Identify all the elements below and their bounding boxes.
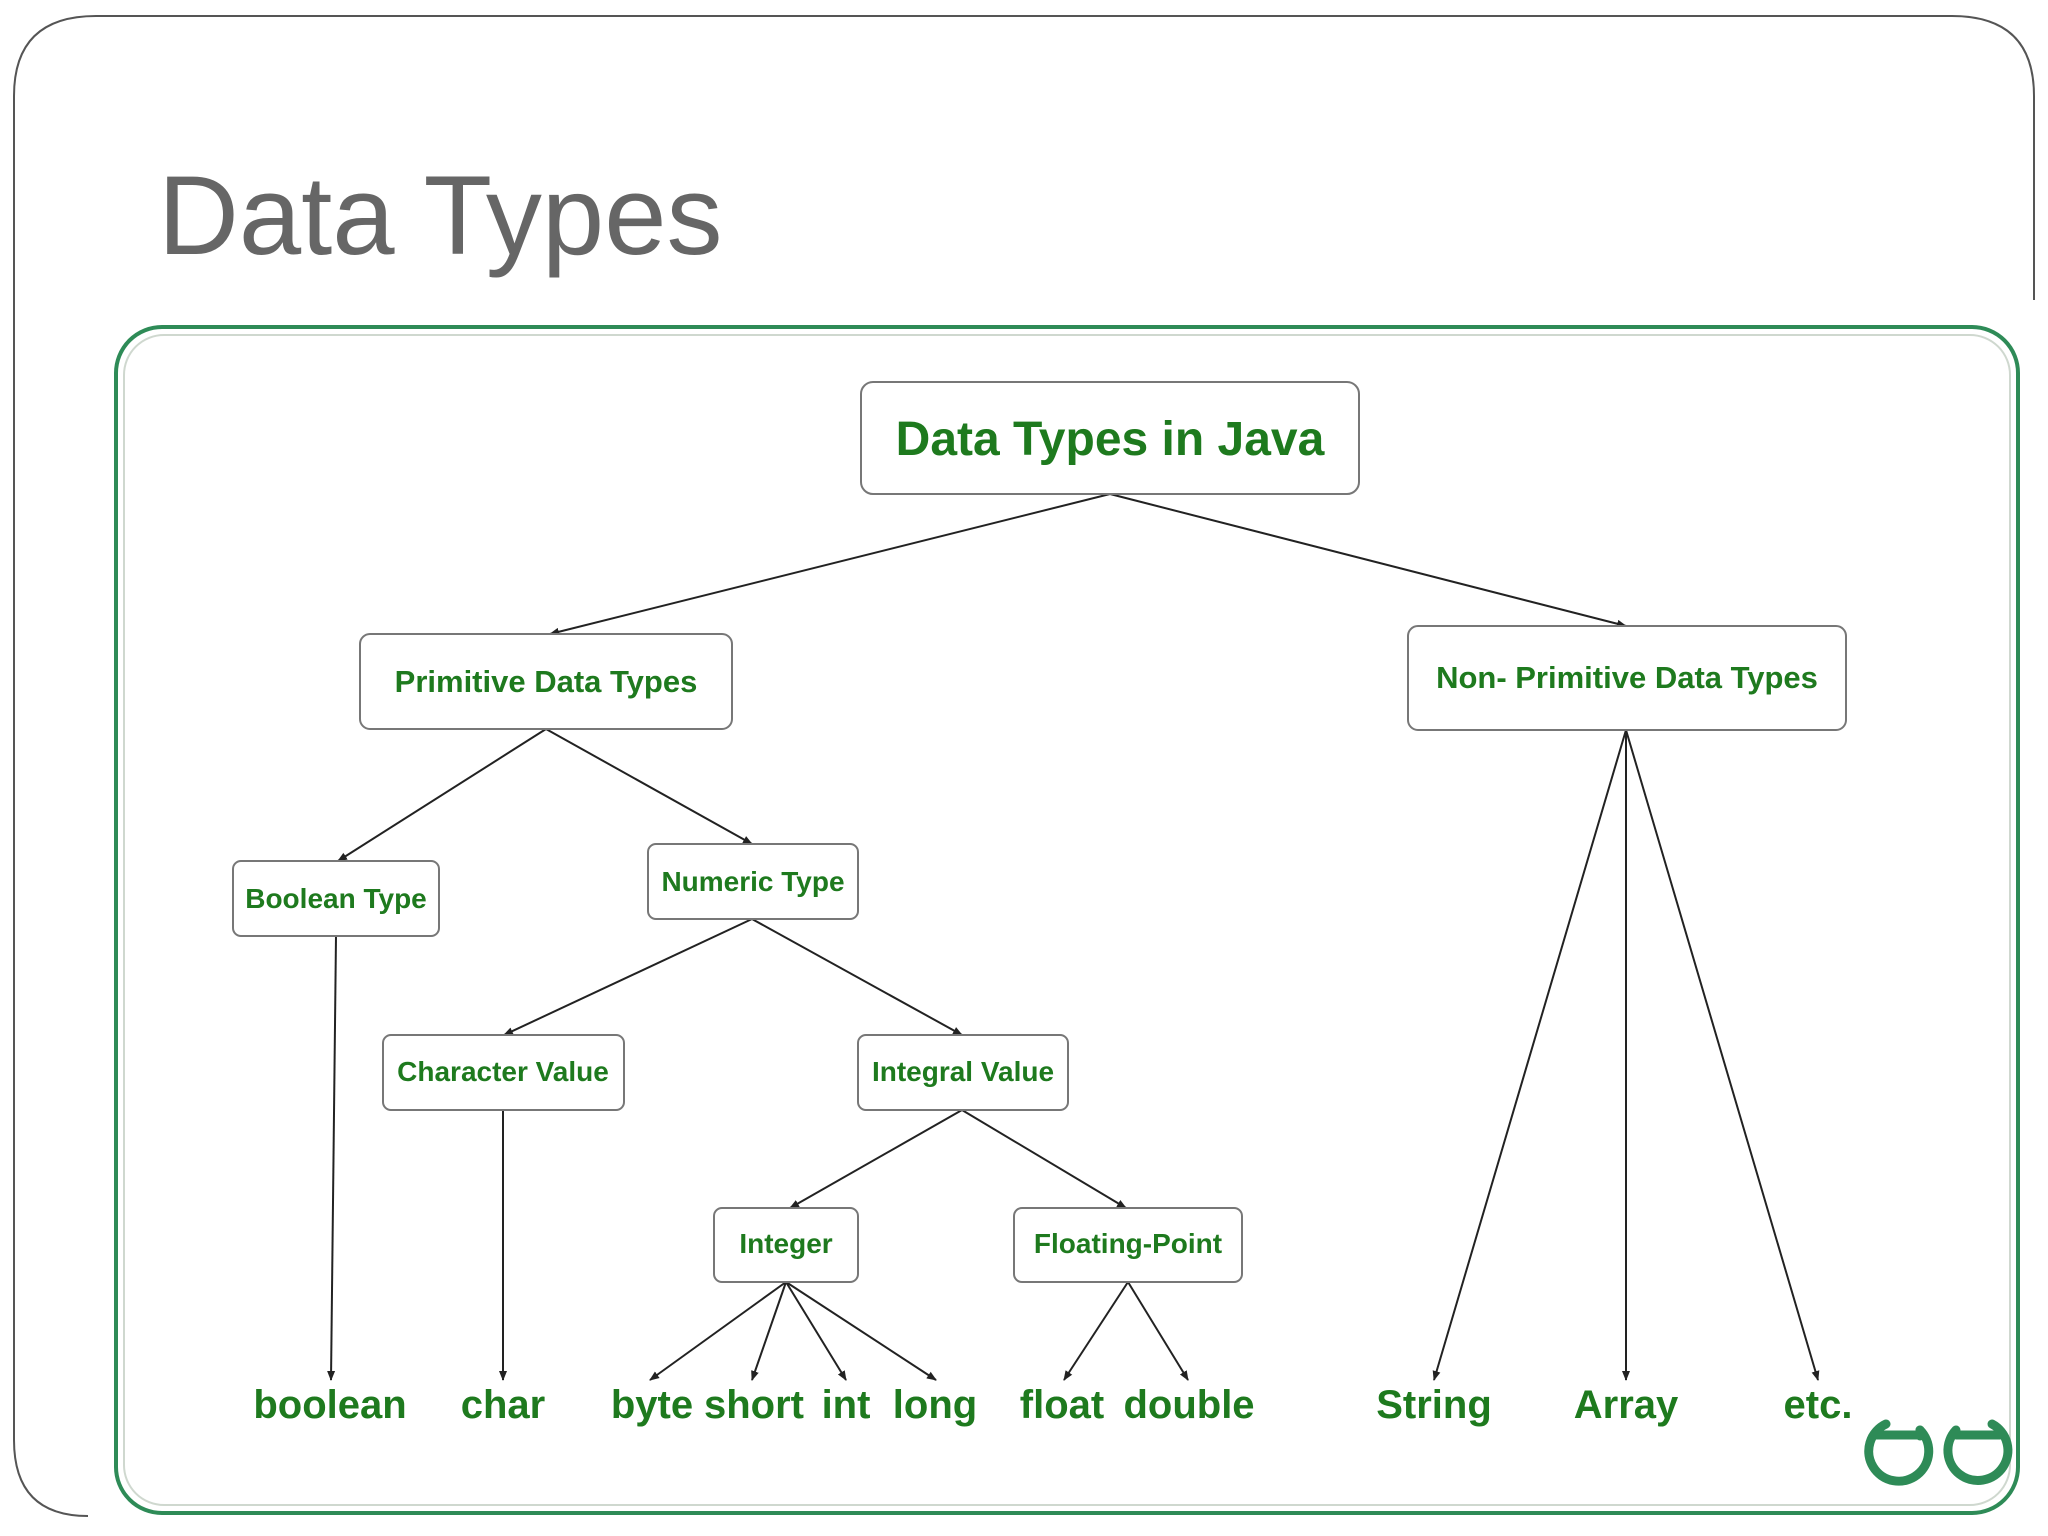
leaf-string: String — [1376, 1383, 1492, 1427]
node-integer: Integer — [713, 1207, 859, 1283]
node-floating-point: Floating-Point — [1013, 1207, 1243, 1283]
node-floating-point-label: Floating-Point — [1034, 1228, 1222, 1259]
leaf-etc: etc. — [1784, 1383, 1853, 1427]
edge-primitive-numeric — [545, 728, 753, 845]
node-primitive: Primitive Data Types — [359, 633, 733, 730]
edge-numeric-character — [503, 918, 753, 1036]
edge-integer-short — [751, 1281, 787, 1381]
edge-integer-long — [785, 1281, 937, 1381]
node-boolean-type: Boolean Type — [232, 860, 440, 937]
edge-nonprimitive-string — [1432, 729, 1627, 1381]
leaf-labels: boolean char byte short int long float d… — [253, 1383, 1852, 1427]
edge-floating-double — [1127, 1281, 1189, 1381]
node-numeric-type: Numeric Type — [647, 843, 859, 920]
node-character-value: Character Value — [382, 1034, 625, 1111]
slide-frame — [13, 15, 2035, 1517]
edge-nonprimitive-etc — [1625, 729, 1820, 1381]
edge-floating-float — [1063, 1281, 1129, 1381]
leaf-long: long — [893, 1383, 977, 1427]
node-primitive-label: Primitive Data Types — [395, 664, 698, 699]
node-integral-value-label: Integral Value — [872, 1056, 1054, 1087]
leaf-float: float — [1020, 1383, 1104, 1427]
node-non-primitive-label: Non- Primitive Data Types — [1436, 660, 1818, 695]
node-numeric-type-label: Numeric Type — [661, 866, 844, 897]
node-character-value-label: Character Value — [397, 1056, 609, 1087]
diagram-edges — [327, 493, 1820, 1381]
leaf-double: double — [1123, 1383, 1254, 1427]
slide-title: Data Types — [158, 153, 723, 278]
leaf-byte: byte — [611, 1383, 693, 1427]
edge-integer-byte — [649, 1281, 787, 1381]
diagram-frame-inner — [123, 334, 2011, 1506]
leaf-short: short — [704, 1383, 804, 1427]
node-root-label: Data Types in Java — [896, 413, 1325, 466]
edge-integral-integer — [789, 1109, 963, 1209]
edge-integral-floating — [961, 1109, 1127, 1209]
node-integral-value: Integral Value — [857, 1034, 1069, 1111]
leaf-array: Array — [1574, 1383, 1679, 1427]
node-integer-label: Integer — [739, 1228, 832, 1259]
edge-integer-int — [785, 1281, 847, 1381]
node-boolean-type-label: Boolean Type — [245, 883, 427, 914]
edge-root-primitive — [549, 493, 1111, 636]
edge-boolean-leaf — [327, 935, 337, 1381]
edge-numeric-integral — [751, 918, 963, 1036]
leaf-char: char — [461, 1383, 546, 1427]
edge-primitive-boolean — [337, 728, 547, 862]
node-root: Data Types in Java — [860, 381, 1360, 495]
geeksforgeeks-logo-icon — [1864, 1419, 2013, 1486]
node-non-primitive: Non- Primitive Data Types — [1407, 625, 1847, 731]
leaf-int: int — [822, 1383, 871, 1427]
leaf-boolean: boolean — [253, 1383, 406, 1427]
edge-root-nonprimitive — [1109, 493, 1627, 628]
